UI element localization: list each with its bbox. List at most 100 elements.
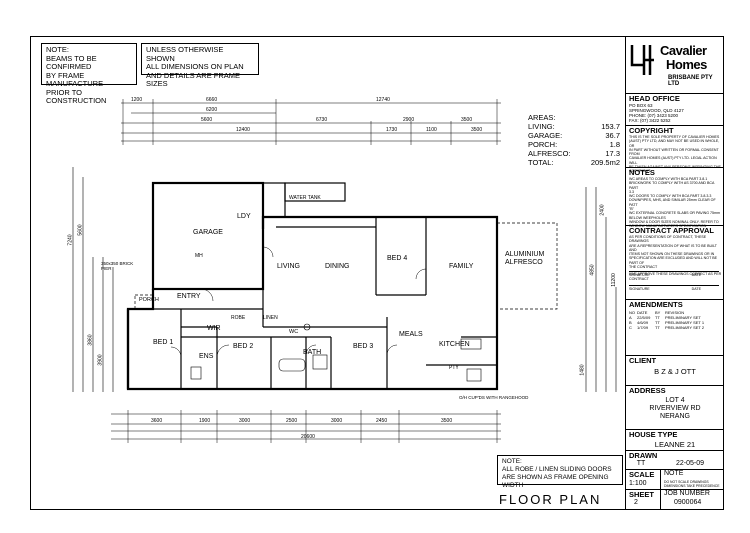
plan-title: FLOOR PLAN xyxy=(499,492,602,507)
address-body: LOT 4 RIVERVIEW RD NERANG xyxy=(626,397,724,421)
copyright-line: COPYRIGHT. xyxy=(629,169,651,174)
area-label: PORCH: xyxy=(528,140,558,149)
room-bed4: BED 4 xyxy=(387,255,408,262)
areas-title: AREAS: xyxy=(528,113,556,122)
amend-col-rev: REVISION xyxy=(665,310,685,315)
dim-bottom-3: 3000 xyxy=(239,418,251,424)
area-value: 1.8 xyxy=(609,140,620,149)
dim-bottom-6: 2450 xyxy=(376,418,388,424)
amendments-header-row: NO DATE BY REVISION xyxy=(629,310,721,315)
amend-no: B xyxy=(629,320,632,325)
beams-note-box: NOTE: BEAMS TO BE CONFIRMED BY FRAME MAN… xyxy=(41,43,137,105)
drawn-date: 22-05-09 xyxy=(675,460,705,467)
amendments-row: B 4/6/09 TT PRELIMINARY SET 1 xyxy=(629,320,721,325)
contract-line: ARE A REPRESENTATION OF WHAT IS TO BE BU… xyxy=(629,243,717,252)
sliding-note-line: ALL ROBE / LINEN SLIDING DOORS xyxy=(502,466,612,473)
dim-bottom-4: 2500 xyxy=(286,418,298,424)
contract-line: I/WE APPROVE THESE DRAWINGS CORRECT AS P… xyxy=(629,272,722,277)
amend-col-date: DATE xyxy=(637,310,648,315)
address-line: LOT 4 xyxy=(665,397,685,404)
signature-row-2: SIGNATURE DATE xyxy=(629,285,719,291)
contract-line: SPECIFICATION ARE EXCLUDED AND WILL NOT … xyxy=(629,256,717,265)
contract-line: THE CONTRACT xyxy=(629,265,658,270)
contract-heading: CONTRACT APPROVAL xyxy=(626,225,723,235)
job-number-value: 0900064 xyxy=(674,499,702,506)
address-line: NERANG xyxy=(660,413,690,420)
notes-line: WC EXTERNAL CONCRETE SLABS OR PAVING 75m… xyxy=(629,211,720,216)
date-label: DATE xyxy=(691,287,701,291)
sliding-note-line: ARE SHOWN AS FRAME OPENING WIDTH xyxy=(502,474,609,489)
head-office-line: PO BOX 63 xyxy=(629,103,653,108)
room-robe: ROBE xyxy=(231,315,246,321)
room-bed1: BED 1 xyxy=(153,339,174,346)
room-meals: MEALS xyxy=(399,331,423,338)
area-row: ALFRESCO: 17.3 xyxy=(528,149,620,158)
amend-date: 22/5/09 xyxy=(637,315,651,320)
dim-left-3: 3860 xyxy=(87,334,94,346)
room-bed3: BED 3 xyxy=(353,343,374,350)
room-ens: ENS xyxy=(199,353,214,360)
drawn-row: TT 22-05-09 xyxy=(626,460,724,467)
amend-rev: PRELIMINARY SET 1 xyxy=(665,320,705,325)
notes-line: 3.3 xyxy=(629,189,634,194)
area-label: LIVING: xyxy=(528,122,555,131)
area-value: 153.7 xyxy=(601,122,620,131)
copyright-line: THIS IS THE SOLE PROPERTY OF CAVALIER HO… xyxy=(629,135,720,139)
unless-note-box: UNLESS OTHERWISE SHOWN ALL DIMENSIONS ON… xyxy=(141,43,259,88)
notes-line: WINDOW MANUFACTURERS SPECIFICATION xyxy=(629,224,707,229)
house-type-heading: HOUSE TYPE xyxy=(626,429,723,439)
amend-no: A xyxy=(629,315,632,320)
scale-note-line: DIMENSIONS TAKE PRECEDENCE xyxy=(664,484,720,488)
amend-rev: PRELIMINARY SET 2 xyxy=(665,325,705,330)
contract-body: AS PER CONDITIONS OF CONTRACT, THESE DRA… xyxy=(629,235,723,281)
notes-line: BRICKWORK TO COMPLY WITH AS 3700 AND BCA… xyxy=(629,181,715,190)
dim-left-4: 3900 xyxy=(97,354,104,366)
head-office-line: SPRINGWOOD, QLD 4127 xyxy=(629,108,684,113)
notes-line: BELOW WEEPHOLES xyxy=(629,215,666,220)
job-number-heading: JOB NUMBER xyxy=(664,490,710,497)
drawing-sheet: NOTE: BEAMS TO BE CONFIRMED BY FRAME MAN… xyxy=(30,36,724,510)
room-cupboards-note: O/H CUP'DS WITH RANGEHOOD xyxy=(459,395,529,400)
dim-right-4: 1480 xyxy=(579,364,586,376)
room-bed2: BED 2 xyxy=(233,343,254,350)
copyright-line: IN PART WITHOUT WRITTEN OR FORMAL CONSEN… xyxy=(629,147,719,157)
copyright-line: (AUST) PTY LTD, AND MAY NOT BE USED IN W… xyxy=(629,139,720,148)
house-type-value: LEANNE 21 xyxy=(654,440,696,449)
sheet-value: 2 xyxy=(634,499,638,506)
beams-note-line: PRIOR TO CONSTRUCTION xyxy=(46,87,107,105)
dim-top-6: 6730 xyxy=(316,117,328,123)
signature-label: SIGNATURE xyxy=(629,287,650,291)
signature-row-1: SIGNATURE DATE xyxy=(629,271,719,277)
room-wc: WC xyxy=(289,329,299,335)
copyright-line: CAVALIER HOMES (AUST) PTY LTD. LEGAL ACT… xyxy=(629,156,717,165)
company-logo: Cavalier Homes BRISBANE PTY LTD xyxy=(626,41,724,93)
title-block-divider xyxy=(660,469,661,509)
dim-bottom-total: 20600 xyxy=(301,434,315,440)
head-office-line: PHONE: (07) 3423 5200 xyxy=(629,113,679,118)
copyright-heading: COPYRIGHT xyxy=(626,125,723,135)
title-block: Cavalier Homes BRISBANE PTY LTD HEAD OFF… xyxy=(625,37,723,509)
scale-note-heading: NOTE xyxy=(664,470,684,477)
client-value: B Z & J OTT xyxy=(654,367,696,376)
room-kitchen: KITCHEN xyxy=(439,341,470,348)
sliding-doors-note: NOTE: ALL ROBE / LINEN SLIDING DOORS ARE… xyxy=(497,455,623,489)
room-family: FAMILY xyxy=(449,263,474,270)
notes-heading: NOTES xyxy=(626,167,723,177)
dim-top-5: 5600 xyxy=(201,117,213,123)
drawn-by: TT xyxy=(636,460,646,467)
beams-note-title: NOTE: xyxy=(46,45,69,54)
notes-line: WINDOW & DOOR SIZES NOMINAL ONLY. REFER … xyxy=(629,219,719,224)
area-value: 36.7 xyxy=(605,131,620,140)
area-label: TOTAL: xyxy=(528,158,554,167)
logo-subtitle: BRISBANE PTY LTD xyxy=(668,75,713,87)
contract-line: CONTRACT xyxy=(629,276,649,281)
amendments-heading: AMENDMENTS xyxy=(626,299,723,309)
room-alfresco: ALUMINIUM ALFRESCO xyxy=(505,251,545,266)
client-heading: CLIENT xyxy=(626,355,723,365)
notes-line: WC AREAS TO COMPLY WITH BCA PART 3.8.1 xyxy=(629,177,708,181)
amend-by: TT xyxy=(655,325,660,330)
area-row: PORCH: 1.8 xyxy=(528,140,620,149)
scale-note-line: DO NOT SCALE DRAWINGS xyxy=(664,480,709,484)
dim-right-3: 4850 xyxy=(589,264,596,276)
unless-note-line: AND DETAILS ARE FRAME SIZES xyxy=(146,70,241,88)
